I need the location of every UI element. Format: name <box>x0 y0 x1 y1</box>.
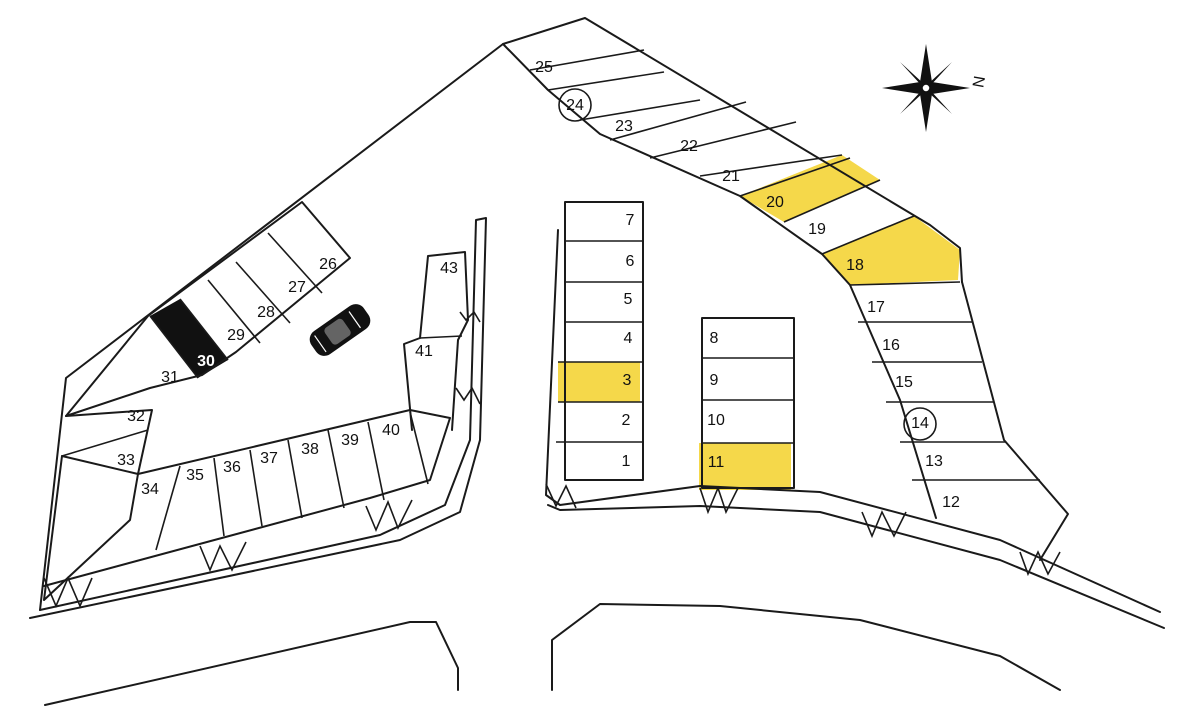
lot-label-12: 12 <box>942 494 960 511</box>
lot-label-30: 30 <box>197 353 215 370</box>
lot-label-31: 31 <box>161 369 179 386</box>
lot-label-1: 1 <box>622 453 631 470</box>
lot-label-22: 22 <box>680 138 698 155</box>
car-icon <box>309 304 371 356</box>
lot-fill-20 <box>740 155 880 222</box>
lot-label-14: 14 <box>911 415 929 432</box>
lot-label-2: 2 <box>622 412 631 429</box>
lot-fill-18 <box>822 216 960 285</box>
lot-label-23: 23 <box>615 118 633 135</box>
lot-label-7: 7 <box>626 212 635 229</box>
lot-fill-3 <box>558 362 640 402</box>
road-curbs <box>44 603 1061 706</box>
lot-label-11: 11 <box>708 454 725 471</box>
central-parking-block-8-11 <box>699 317 795 515</box>
lot-label-33: 33 <box>117 452 135 469</box>
lot-label-24: 24 <box>566 97 584 114</box>
lot-label-35: 35 <box>186 467 204 484</box>
lot-label-41: 41 <box>415 343 433 360</box>
lot-fill-30 <box>150 299 228 378</box>
lot-marker-circle-24 <box>558 88 592 122</box>
compass-rose-icon: N <box>882 44 989 132</box>
lot-label-26: 26 <box>319 256 337 273</box>
lot-label-17: 17 <box>867 299 885 316</box>
lot-label-28: 28 <box>257 304 275 321</box>
lot-label-29: 29 <box>227 327 245 344</box>
lot-label-32: 32 <box>127 408 145 425</box>
lot-label-36: 36 <box>223 459 241 476</box>
lot-label-16: 16 <box>882 337 900 354</box>
lot-label-9: 9 <box>710 372 719 389</box>
lot-label-15: 15 <box>895 374 913 391</box>
west-parking-block <box>39 17 963 611</box>
east-parking-row <box>502 43 1069 577</box>
lot-label-37: 37 <box>260 450 278 467</box>
lot-label-21: 21 <box>722 168 740 185</box>
lot-label-38: 38 <box>301 441 319 458</box>
lot-label-3: 3 <box>623 372 632 389</box>
lot-label-13: 13 <box>925 453 943 470</box>
lot-fill-11 <box>699 443 791 490</box>
lot-label-20: 20 <box>766 194 784 211</box>
lot-label-5: 5 <box>624 291 633 308</box>
lot-label-18: 18 <box>846 257 864 274</box>
lot-label-34: 34 <box>141 481 159 498</box>
lot-labels: 1234567891011121314151617181920212223242… <box>117 59 960 511</box>
lot-label-40: 40 <box>382 422 400 439</box>
lot-label-19: 19 <box>808 221 826 238</box>
lot-label-25: 25 <box>535 59 553 76</box>
lot-label-10: 10 <box>707 412 725 429</box>
lot-label-6: 6 <box>626 253 635 270</box>
lot-label-39: 39 <box>341 432 359 449</box>
lot-label-4: 4 <box>624 330 633 347</box>
lot-label-43: 43 <box>440 260 458 277</box>
compass-letter: N <box>970 75 989 89</box>
south-west-parking-row <box>29 217 487 619</box>
central-parking-block-1-7 <box>545 201 1165 629</box>
lot-marker-circle-14 <box>903 407 937 441</box>
lot-label-8: 8 <box>710 330 719 347</box>
lot-label-27: 27 <box>288 279 306 296</box>
lot-fills <box>150 155 960 490</box>
